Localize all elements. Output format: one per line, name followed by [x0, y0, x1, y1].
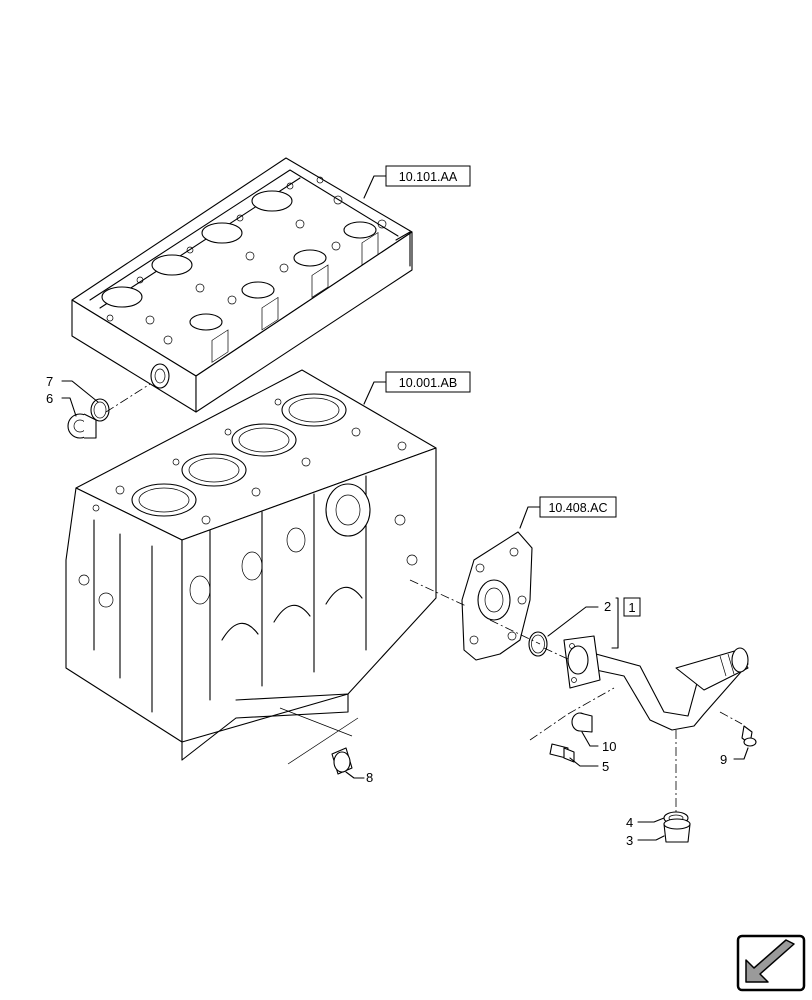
- cylinder-head: [71, 157, 413, 413]
- group-box-number: 1: [628, 600, 635, 615]
- callout-3: 3: [626, 833, 633, 848]
- plug-part-6: [67, 413, 97, 439]
- callout-leaders: [61, 380, 749, 841]
- callout-10: 10: [602, 739, 616, 754]
- group-box-1: 1: [611, 597, 641, 649]
- reference-label: 10.101.AA: [399, 170, 458, 184]
- reference-cylinder-head[interactable]: 10.101.AA: [363, 165, 471, 199]
- callout-6: 6: [46, 391, 53, 406]
- plug-part-10: [571, 712, 593, 733]
- callout-2: 2: [604, 599, 611, 614]
- assembly-lines: [105, 383, 743, 812]
- coolant-pipe: [563, 635, 749, 731]
- callout-5: 5: [602, 759, 609, 774]
- callout-4: 4: [626, 815, 633, 830]
- callout-8: 8: [366, 770, 373, 785]
- o-ring-part-7: [90, 398, 110, 422]
- plug-part-8: [331, 747, 353, 775]
- bolt-part-5: [549, 743, 575, 763]
- fitting-part-3: [663, 818, 691, 843]
- bolt-part-9: [741, 725, 757, 747]
- reference-label: 10.001.AB: [399, 376, 457, 390]
- engine-block: [65, 369, 437, 761]
- callout-7: 7: [46, 374, 53, 389]
- reference-engine-block[interactable]: 10.001.AB: [363, 371, 471, 405]
- coolant-housing: [461, 531, 533, 661]
- next-page-arrow-icon[interactable]: [736, 934, 806, 992]
- o-ring-part-2: [528, 631, 548, 657]
- callout-9: 9: [720, 752, 727, 767]
- reference-housing[interactable]: 10.408.AC: [519, 496, 617, 529]
- reference-label: 10.408.AC: [548, 501, 607, 515]
